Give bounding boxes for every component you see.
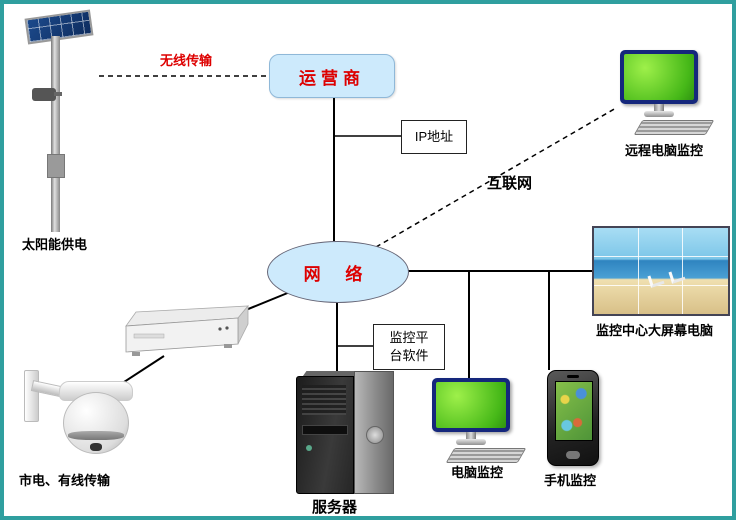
dvr-slot (133, 333, 165, 339)
remote-pc-label: 远程电脑监控 (625, 143, 704, 158)
remote-pc-device (616, 50, 715, 135)
pole-camera-icon (32, 88, 56, 101)
pole-equipment-box-icon (47, 154, 65, 178)
edge-network-remotepc-internet (375, 107, 617, 248)
server-device (296, 371, 394, 495)
dome-band (68, 431, 124, 440)
server-label: 服务器 (312, 499, 358, 516)
dome-ball-icon (63, 392, 129, 454)
bigscreen-grid-line (638, 228, 640, 314)
phone-screen (555, 381, 593, 441)
dvr-device (125, 304, 249, 356)
server-power-led-icon (306, 445, 312, 451)
phone-button-icon (566, 451, 580, 459)
pc-monitor-screen (436, 382, 506, 428)
pc-monitor-stand (466, 432, 476, 439)
bigscreen-device (592, 226, 730, 316)
pc-keyboard-icon (445, 448, 527, 463)
platform-software-line2: 台软件 (389, 348, 429, 363)
phone-speaker-icon (567, 375, 579, 378)
pc-monitor-base (456, 439, 486, 445)
pole-camera-arm-icon (54, 92, 62, 96)
remote-pc-monitor-icon (620, 50, 698, 104)
solar-label: 太阳能供电 (22, 237, 88, 252)
platform-software-box: 监控平 台软件 (373, 324, 445, 370)
dome-wall-plate (24, 370, 39, 422)
server-side-logo-icon (366, 426, 384, 444)
dome-lens-icon (90, 443, 102, 451)
pc-monitor-icon (432, 378, 510, 432)
remote-pc-base (644, 111, 674, 117)
dvr-foot (132, 352, 140, 356)
pc-label: 电脑监控 (451, 465, 504, 480)
connector-lines (99, 75, 617, 396)
network-node: 网 络 (267, 241, 409, 303)
platform-software-line1: 监控平 (389, 330, 429, 346)
bigscreen-label: 监控中心大屏幕电脑 (596, 323, 714, 338)
network-label: 网 络 (303, 264, 373, 284)
remote-pc-screen (624, 54, 694, 100)
camera-pole-icon (51, 36, 60, 232)
dvr-led-icon (225, 326, 229, 330)
mains-label: 市电、有线传输 (19, 473, 111, 488)
bigscreen-grid-line (594, 284, 728, 286)
dvr-front-face (125, 317, 239, 353)
wireless-label: 无线传输 (160, 53, 213, 68)
remote-pc-stand (654, 104, 664, 111)
dvr-foot (224, 344, 232, 348)
server-vents (302, 385, 346, 415)
bigscreen-grid-line (594, 256, 728, 258)
dvr-led-icon (218, 327, 222, 331)
internet-label: 互联网 (487, 175, 533, 192)
pc-monitor-device (428, 378, 527, 463)
operator-label: 运营商 (299, 68, 365, 88)
remote-pc-keyboard-icon (633, 120, 715, 135)
ip-address-box: IP地址 (401, 120, 467, 154)
operator-node: 运营商 (269, 54, 395, 98)
phone-label: 手机监控 (544, 473, 597, 488)
server-drive-bay (302, 425, 348, 435)
ip-address-label: IP地址 (414, 129, 454, 145)
phone-device (547, 370, 599, 466)
bigscreen-grid-line (682, 228, 684, 314)
